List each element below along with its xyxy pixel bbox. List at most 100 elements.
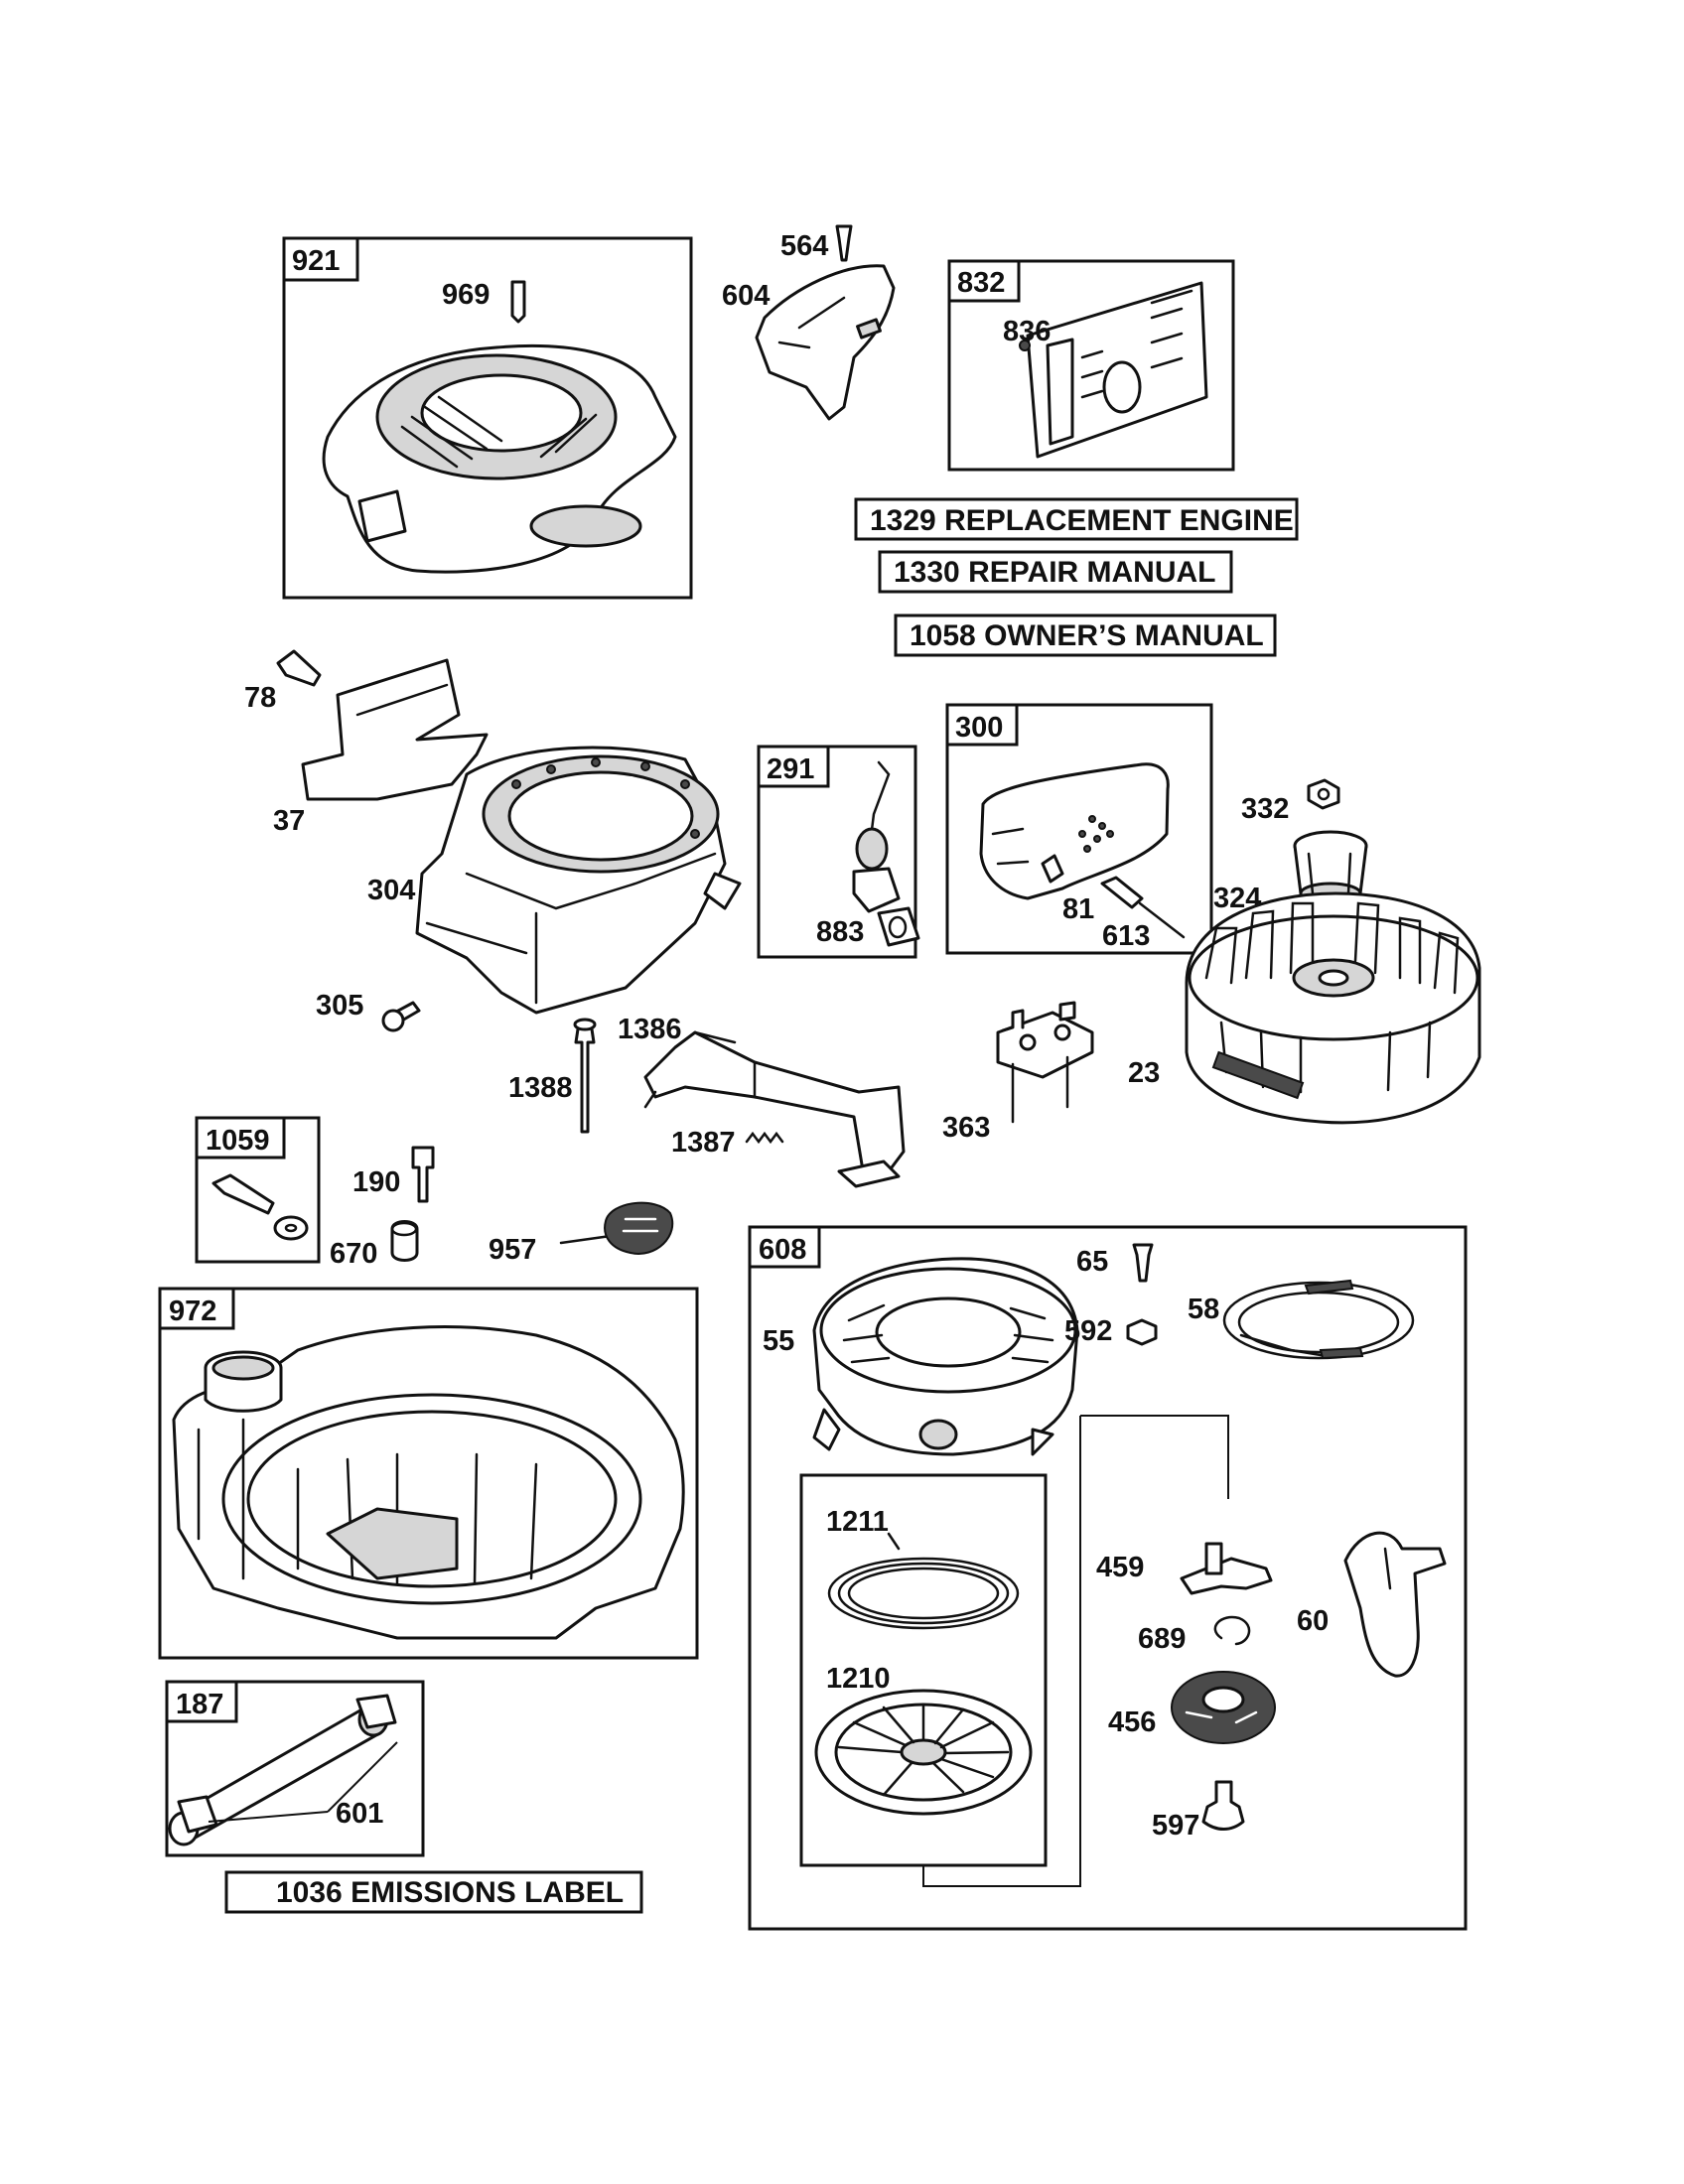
kit-608-label: 608 <box>759 1234 806 1266</box>
kit-187-tag <box>165 1680 238 1723</box>
part-304-label: 304 <box>367 875 415 906</box>
part-305-label: 305 <box>316 990 363 1022</box>
kit-832-tag <box>947 259 1021 303</box>
repair-manual-text: 1330 REPAIR MANUAL <box>894 556 1216 589</box>
kit-832-label: 832 <box>957 267 1005 299</box>
part-1387-label: 1387 <box>671 1127 736 1159</box>
kit-972-group: 972 <box>158 1287 699 1660</box>
part-81-label: 81 <box>1062 893 1094 925</box>
part-37-label: 37 <box>273 805 305 837</box>
bolt-613-drawing <box>1138 901 1186 939</box>
kit-608-box <box>748 1225 1468 1931</box>
part-60-label: 60 <box>1297 1605 1329 1637</box>
kit-1059-group: 1059 <box>195 1116 321 1264</box>
kit-291-box <box>757 745 917 959</box>
kit-972-box <box>158 1287 699 1660</box>
part-1388-label: 1388 <box>508 1072 573 1104</box>
kit-921-tag <box>282 236 359 282</box>
assembly-connector-line <box>922 1415 1229 1887</box>
part-65-label: 65 <box>1076 1246 1108 1278</box>
pulley-1210-drawing <box>814 1689 1033 1816</box>
screw-836-drawing <box>1019 340 1031 351</box>
part-670-label: 670 <box>330 1238 377 1270</box>
part-601-label: 601 <box>336 1798 383 1830</box>
part-957-label: 957 <box>489 1234 536 1266</box>
clip-689-drawing <box>1213 1615 1251 1646</box>
spacer-670-drawing <box>390 1220 419 1262</box>
rope-58-drawing <box>1222 1279 1415 1360</box>
part-190-label: 190 <box>352 1166 400 1198</box>
kit-1059-label: 1059 <box>206 1125 270 1157</box>
fuel-tank-drawing <box>172 1325 685 1640</box>
kit-291-label: 291 <box>767 753 814 785</box>
baffle-604-drawing <box>755 264 896 421</box>
screw-78-drawing <box>276 649 322 687</box>
shaft-1388-drawing <box>574 1021 596 1134</box>
nut-332-drawing <box>1307 778 1340 810</box>
kit-832-box <box>947 259 1235 472</box>
part-1210-label: 1210 <box>826 1663 891 1695</box>
part-1386-label: 1386 <box>618 1014 682 1045</box>
part-58-label: 58 <box>1188 1294 1219 1325</box>
gasket-883-drawing <box>877 906 920 947</box>
handle-60-drawing <box>1343 1531 1447 1678</box>
part-456-label: 456 <box>1108 1706 1156 1738</box>
emissions-label-text: 1036 EMISSIONS LABEL <box>276 1876 624 1909</box>
kit-291-group: 291 883 <box>757 745 920 959</box>
kit-608-tag <box>748 1225 821 1269</box>
kit-291-tag <box>757 745 830 788</box>
muffler-guard-drawing <box>1026 281 1208 459</box>
part-592-label: 592 <box>1064 1315 1112 1347</box>
part-564-label: 564 <box>780 230 828 262</box>
screw-81-drawing <box>1100 876 1144 909</box>
small-parts-group: 190 670 957 <box>330 1146 674 1270</box>
kit-300-box <box>945 703 1213 955</box>
part-363-label: 363 <box>942 1112 990 1144</box>
muffler-300-drawing <box>979 762 1170 900</box>
screw-564-drawing <box>835 224 853 262</box>
fuel-line-drawing <box>168 1694 397 1846</box>
kit-921-label: 921 <box>292 245 340 277</box>
kit-972-tag <box>158 1287 235 1330</box>
part-78-label: 78 <box>244 682 276 714</box>
kit-921-box <box>282 236 693 600</box>
starter-housing-55-drawing <box>812 1257 1079 1456</box>
owners-manual-title: 1058 OWNER’S MANUAL <box>894 614 1277 657</box>
bracket-363-drawing <box>996 1001 1094 1124</box>
part-23-label: 23 <box>1128 1057 1160 1089</box>
spring-1387-drawing <box>745 1131 784 1145</box>
part-613-label: 613 <box>1102 920 1150 952</box>
baffle-604-group: 564 604 <box>722 224 896 421</box>
owners-manual-text: 1058 OWNER’S MANUAL <box>910 619 1264 652</box>
part-55-label: 55 <box>763 1325 794 1357</box>
part-689-label: 689 <box>1138 1623 1186 1655</box>
emissions-label-title: 1036 EMISSIONS LABEL <box>224 1870 643 1914</box>
screw-65-drawing <box>1132 1243 1154 1283</box>
replacement-engine-title: 1329 REPLACEMENT ENGINE <box>854 497 1299 541</box>
kit-921-group: 921 969 <box>282 236 693 600</box>
part-597-label: 597 <box>1152 1810 1199 1842</box>
kit-832-group: 832 836 <box>947 259 1235 472</box>
kit-608-group: 608 55 65 592 58 <box>748 1225 1468 1931</box>
part-836-label: 836 <box>1003 316 1051 347</box>
part-1211-label: 1211 <box>826 1506 889 1538</box>
part-883-label: 883 <box>816 916 864 948</box>
breather-291-drawing <box>852 760 901 913</box>
replacement-engine-text: 1329 REPLACEMENT ENGINE <box>870 504 1294 537</box>
stud-190-drawing <box>411 1146 435 1203</box>
blower-housing-304-drawing <box>415 746 742 1015</box>
part-604-label: 604 <box>722 280 770 312</box>
screw-1059-drawing <box>211 1173 275 1215</box>
kit-972-label: 972 <box>169 1296 216 1327</box>
screw-597-drawing <box>1201 1780 1245 1831</box>
part-969-label: 969 <box>442 279 490 311</box>
kit-1059-tag <box>195 1116 286 1160</box>
kit-187-label: 187 <box>176 1689 223 1720</box>
ignition-957-drawing <box>559 1201 674 1255</box>
kit-187-group: 187 601 <box>165 1680 425 1857</box>
nut-592-drawing <box>1126 1318 1158 1346</box>
repair-manual-title: 1330 REPAIR MANUAL <box>878 550 1233 594</box>
engine-cover-drawing <box>322 344 677 574</box>
kit-187-box <box>165 1680 425 1857</box>
